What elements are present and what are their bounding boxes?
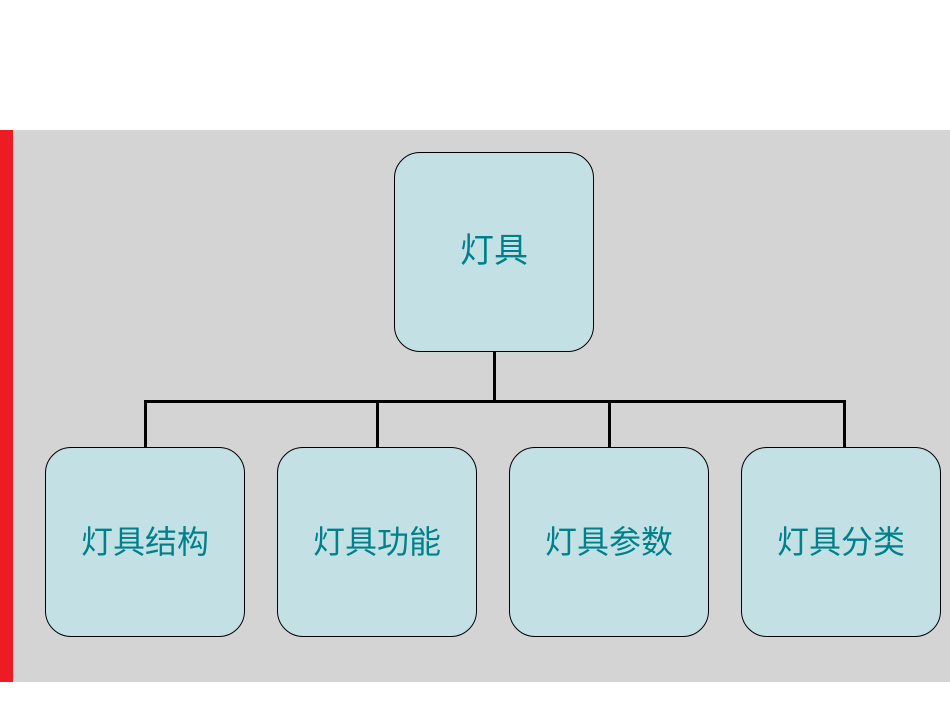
connector-drop-3 xyxy=(608,400,611,447)
node-child-label: 灯具分类 xyxy=(776,523,905,560)
node-child-classification[interactable]: 灯具分类 xyxy=(741,447,941,637)
node-child-label: 灯具功能 xyxy=(312,523,441,560)
node-child-structure[interactable]: 灯具结构 xyxy=(45,447,245,637)
connector-root-stem xyxy=(493,352,496,402)
node-child-parameters[interactable]: 灯具参数 xyxy=(509,447,709,637)
accent-bar xyxy=(0,130,13,682)
connector-drop-4 xyxy=(843,400,846,447)
node-child-label: 灯具结构 xyxy=(80,523,209,560)
connector-drop-2 xyxy=(376,400,379,447)
node-root-label: 灯具 xyxy=(460,232,528,270)
node-child-label: 灯具参数 xyxy=(544,523,673,560)
connector-drop-1 xyxy=(144,400,147,447)
node-child-function[interactable]: 灯具功能 xyxy=(277,447,477,637)
node-root[interactable]: 灯具 xyxy=(394,152,594,352)
org-chart-diagram: 灯具 灯具结构 灯具功能 灯具参数 灯具分类 xyxy=(0,130,950,682)
connector-horizontal-bus xyxy=(144,400,846,403)
